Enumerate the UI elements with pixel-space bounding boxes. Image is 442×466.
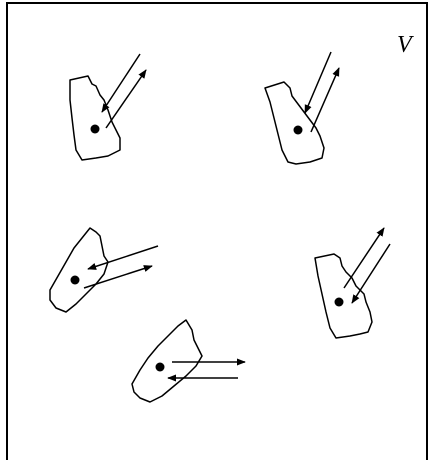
particle-2-arrow-outgoing xyxy=(310,67,340,133)
particle-5-center-dot xyxy=(155,362,165,372)
region-boundary xyxy=(6,2,428,460)
particle-1-center-dot xyxy=(90,124,100,134)
particle-4-arrow-incoming xyxy=(351,243,391,304)
particle-4-center-dot xyxy=(334,297,344,307)
particle-4-shape xyxy=(314,253,373,339)
particle-2-arrow-incoming xyxy=(304,51,332,114)
particle-5-shape xyxy=(131,319,203,403)
particle-2-center-dot xyxy=(293,125,303,135)
particle-4-arrow-outgoing xyxy=(343,227,385,289)
particle-1-arrow-incoming xyxy=(101,53,141,113)
particle-3-arrow-outgoing xyxy=(83,265,153,289)
particle-5 xyxy=(131,319,246,403)
particle-4 xyxy=(314,227,391,339)
particle-1 xyxy=(69,53,147,161)
particle-3-shape xyxy=(49,227,109,313)
particle-3-arrow-incoming xyxy=(87,245,159,270)
region-label: V xyxy=(397,32,412,58)
particle-3 xyxy=(49,227,159,313)
particle-1-arrow-outgoing xyxy=(105,69,147,129)
particle-2-shape xyxy=(264,81,325,165)
particle-3-center-dot xyxy=(70,275,80,285)
particle-1-shape xyxy=(69,75,121,161)
particle-2 xyxy=(264,51,340,165)
